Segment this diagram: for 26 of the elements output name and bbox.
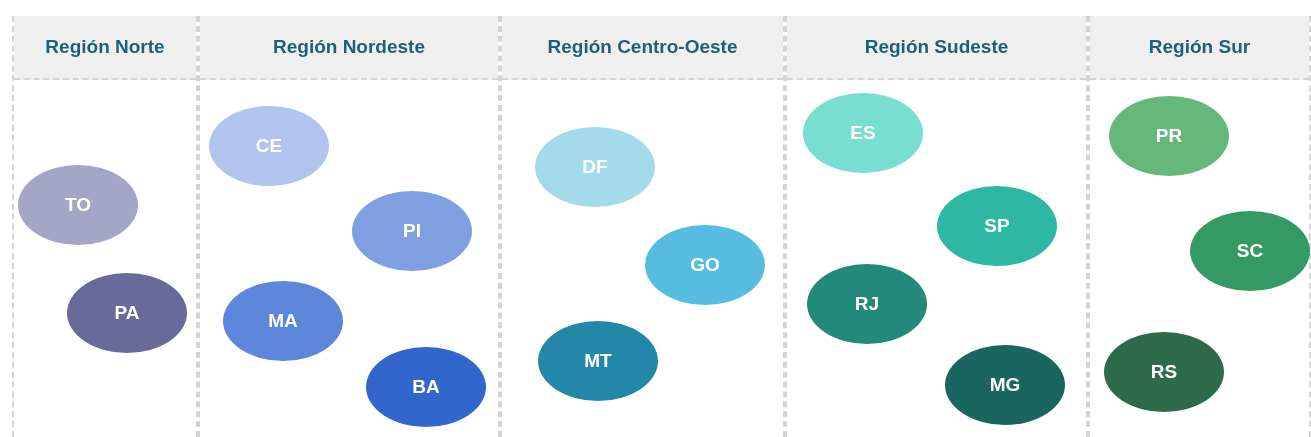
state-ellipse: BA xyxy=(366,347,486,427)
state-ellipse: SC xyxy=(1190,211,1310,291)
region-column xyxy=(500,16,785,437)
region-heading: Región Sur xyxy=(1090,16,1309,80)
region-heading: Región Nordeste xyxy=(200,16,498,80)
state-ellipse: PA xyxy=(67,273,187,353)
state-ellipse: SP xyxy=(937,186,1057,266)
state-ellipse: ES xyxy=(803,93,923,173)
region-column xyxy=(198,16,500,437)
region-column xyxy=(12,16,198,437)
state-ellipse: GO xyxy=(645,225,765,305)
state-ellipse: DF xyxy=(535,127,655,207)
state-ellipse: RJ xyxy=(807,264,927,344)
state-ellipse: CE xyxy=(209,106,329,186)
state-ellipse: MG xyxy=(945,345,1065,425)
state-ellipse: PR xyxy=(1109,96,1229,176)
region-heading: Región Norte xyxy=(14,16,196,80)
region-column xyxy=(1088,16,1311,437)
region-heading: Región Sudeste xyxy=(787,16,1086,80)
region-heading: Región Centro-Oeste xyxy=(502,16,783,80)
state-ellipse: TO xyxy=(18,165,138,245)
state-ellipse: MT xyxy=(538,321,658,401)
state-ellipse: PI xyxy=(352,191,472,271)
state-ellipse: MA xyxy=(223,281,343,361)
region-column xyxy=(785,16,1088,437)
state-ellipse: RS xyxy=(1104,332,1224,412)
